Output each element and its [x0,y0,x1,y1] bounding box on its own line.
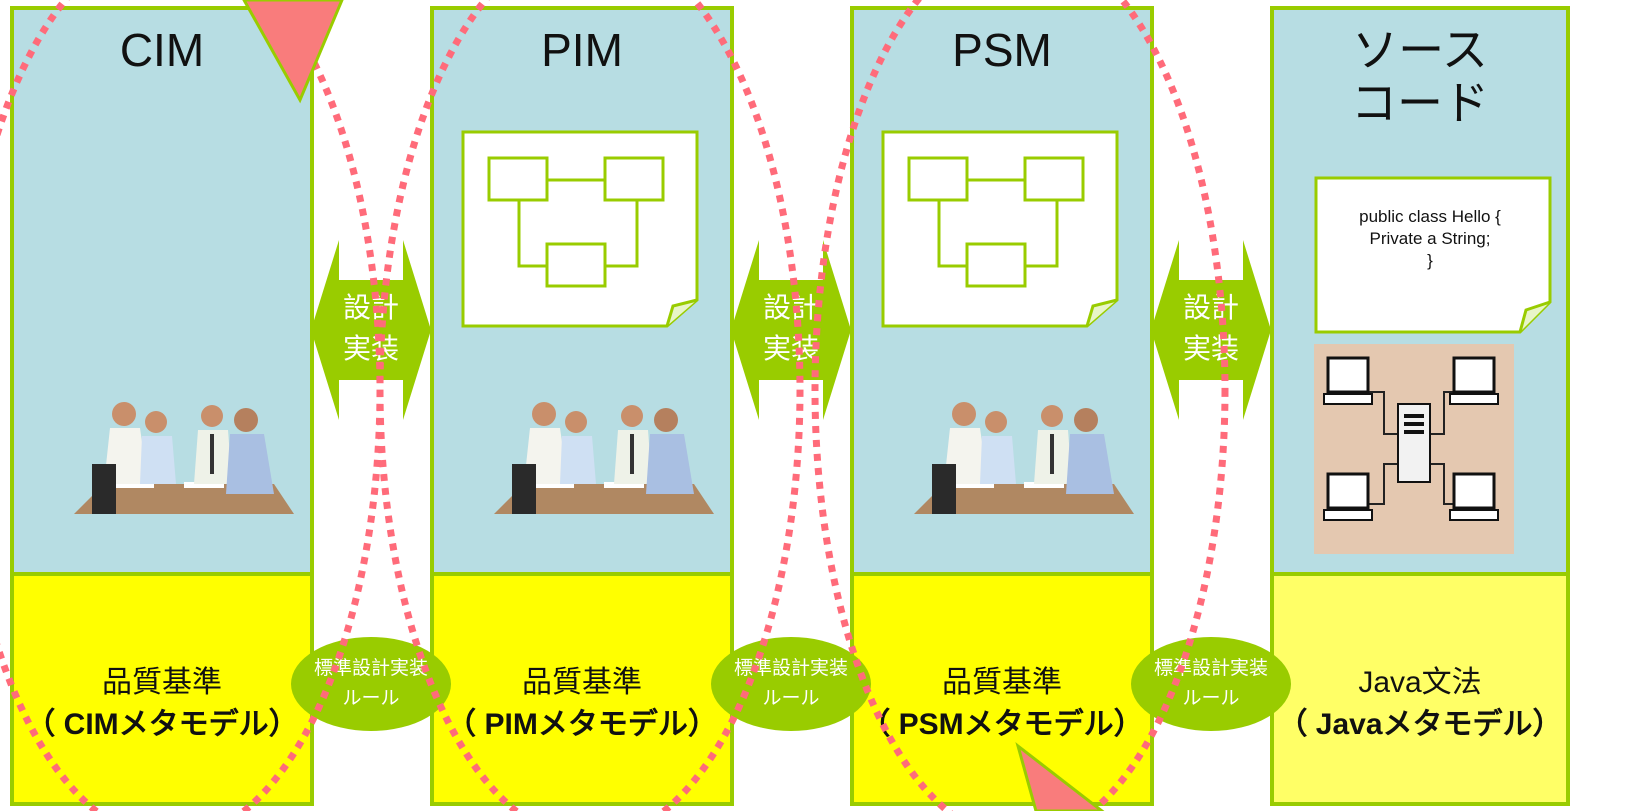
column-title: PIM [541,24,623,76]
column-source-code: ソース コード public class Hello { Private a S… [1270,6,1570,806]
quality-area: 品質基準 （ PIMメタモデル） [434,576,730,802]
team-meeting-icon [914,402,1134,514]
quality-line1: 品質基準 [522,666,642,699]
quality-line2: （ PIMメタモデル） [446,708,718,741]
standard-rule-ellipse: 標準設計実装 ルール [290,636,452,732]
quality-line2: （ Javaメタモデル） [1277,708,1563,741]
column-model-area: CIM [14,10,310,576]
arrow-label: 設計 実装 [762,292,819,364]
uml-diagram-icon [461,130,699,328]
standard-rule-ellipse: 標準設計実装 ルール [710,636,872,732]
network-computers-icon [1314,344,1514,554]
column-title: CIM [119,24,205,76]
quality-area: Java文法 （ Javaメタモデル） [1274,576,1566,802]
rule-label: 標準設計実装 ルール [733,658,848,710]
column-model-area: PIM [434,10,730,576]
code-note-icon [1314,176,1552,334]
arrow-label: 設計 実装 [342,292,399,364]
quality-line1: 品質基準 [942,666,1062,699]
code-sample: public class Hello { Private a String; } [1359,207,1501,271]
column-psm: PSM 品質基準 （ PSMメタモデル） [850,6,1154,806]
column-pim: PIM 品質基準 （ PIMメタモデル） [430,6,734,806]
column-cim: CIM 品質基準 （ CIMメタモデル） [10,6,314,806]
quality-area: 品質基準 （ PSMメタモデル） [854,576,1150,802]
quality-line1: 品質基準 [102,666,222,699]
column-model-area: PSM [854,10,1150,576]
quality-label: Java文法 （ Javaメタモデル） [1274,662,1566,746]
quality-line2: （ PSMメタモデル） [860,708,1144,741]
standard-rule-ellipse: 標準設計実装 ルール [1130,636,1292,732]
quality-label: 品質基準 （ PIMメタモデル） [434,662,730,746]
design-implementation-arrow: 設計 実装 [311,240,431,420]
uml-diagram-icon [881,130,1119,328]
team-meeting-icon [74,402,294,514]
column-title: PSM [952,24,1052,76]
design-implementation-arrow: 設計 実装 [1151,240,1271,420]
column-title: ソース コード [1351,24,1489,129]
quality-area: 品質基準 （ CIMメタモデル） [14,576,310,802]
team-meeting-icon [494,402,714,514]
design-implementation-arrow: 設計 実装 [731,240,851,420]
rule-label: 標準設計実装 ルール [1153,658,1268,710]
arrow-label: 設計 実装 [1182,292,1239,364]
rule-label: 標準設計実装 ルール [313,658,428,710]
quality-line2: （ CIMメタモデル） [25,708,299,741]
column-model-area: ソース コード public class Hello { Private a S… [1274,10,1566,576]
quality-line1: Java文法 [1358,666,1482,699]
quality-label: 品質基準 （ CIMメタモデル） [14,662,310,746]
quality-label: 品質基準 （ PSMメタモデル） [854,662,1150,746]
